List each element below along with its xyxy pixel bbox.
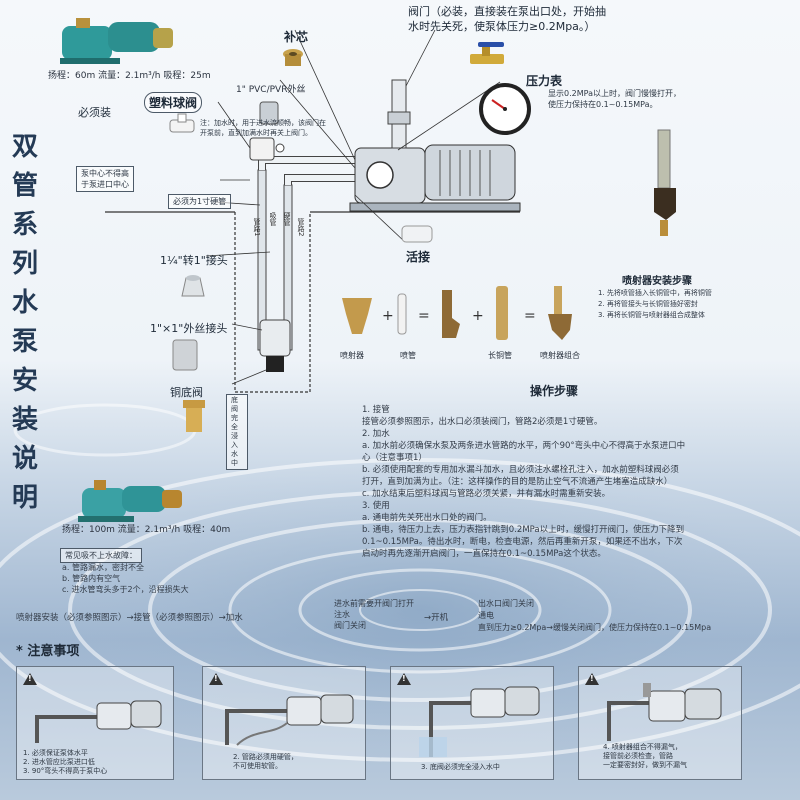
trouble-title: 常见吸不上水故障：	[60, 548, 142, 563]
title-char: 列	[11, 249, 38, 279]
pump-bottom-caption: 扬程：100m 流量：2.1m³/h 吸程：40m	[62, 525, 231, 535]
flow-branch: 进水前需要开阀门打开 注水 阀门关闭	[334, 599, 414, 630]
svg-text:=: =	[418, 308, 430, 324]
warning-icon	[585, 673, 599, 685]
pump-bottom-image	[78, 480, 182, 522]
flow-start: 喷射器安装（必须参照图示）→接管（必须参照图示）→加水	[16, 613, 243, 623]
ejector-assembly-image	[654, 129, 676, 236]
warning-icon	[23, 673, 37, 685]
panel-3-text: 3. 底阀必须完全浸入水中	[421, 763, 500, 771]
valve-note: 阀门（必装，直接装在泵出口处，开始抽 水时先关死，使泵体压力≥0.2Mpa。）	[408, 5, 606, 33]
plug-fitting-icon	[283, 49, 303, 66]
panel-4-text: 4. 喷射器组合不得漏气， 接管前必须检查，管路 一定要密封好，做到不漏气	[603, 743, 687, 769]
gauge-note: 显示0.2MPa以上时，阀门慢慢打开， 使压力保持在0.1~0.15MPa。	[548, 89, 681, 109]
title-char: 泵	[11, 327, 38, 357]
foot-note: 底阀完全浸入水中	[226, 394, 248, 470]
notice-heading: * 注意事项	[16, 640, 79, 659]
pump-top-image	[60, 18, 173, 64]
notice-panel-3: 3. 底阀必须完全浸入水中	[390, 666, 554, 780]
must-install-label: 必须装	[78, 106, 111, 119]
pressure-gauge-label: 压力表	[526, 74, 563, 88]
adapter-label: 1¼"转1"接头	[160, 254, 228, 267]
vertical-title: 双 管 系 列 水 泵 安 装 说 明	[8, 128, 42, 518]
adapter-icon	[181, 275, 205, 297]
title-char: 装	[11, 405, 38, 435]
tube-b-label: 硬管	[283, 212, 291, 226]
live-joint-label: 活接	[406, 250, 431, 264]
center-note: 泵中心不得高 于泵进口中心	[76, 166, 134, 192]
ejector-part-1: 喷射器	[340, 351, 364, 360]
flow-next: →开机	[424, 613, 449, 623]
panel-3-diagram	[419, 686, 540, 757]
flow-right: 出水口阀门关闭 通电 直到压力≥0.2Mpa→缓慢关闭阀门，使压力保持在0.1~…	[478, 599, 712, 632]
ejector-part-3: 长铜管	[488, 351, 512, 360]
warning-icon	[209, 673, 223, 685]
svg-text:=: =	[524, 308, 536, 324]
foot-valve-icon	[183, 400, 205, 432]
tube-a-label: 吸管	[269, 212, 277, 226]
operation-steps: 1. 接管 接管必须参照图示，出水口必须装阀门，管路2必须是1寸硬管。 2. 加…	[362, 405, 686, 559]
pump-top-caption: 扬程：60m 流量：2.1m³/h 吸程：25m	[48, 71, 211, 81]
pressure-gauge-icon	[479, 83, 531, 135]
ejector-title: 喷射器安装步骤	[622, 276, 692, 287]
svg-text:+: +	[382, 308, 394, 324]
notice-panel-1: 1. 必须保证泵体水平 2. 进水管应比泵进口低 3. 90°弯头不得高于泵中心	[16, 666, 174, 780]
inner-pipe-b-label: 管路2	[297, 218, 305, 237]
notice-title: 注意事项	[27, 644, 80, 659]
title-char: 系	[11, 210, 38, 240]
trouble-list: a. 管路漏水，密封不全 b. 管路内有空气 c. 进水管弯头多于2个，沿程损失…	[62, 563, 189, 594]
pvc-thread-label: 1" PVC/PVR外丝	[236, 85, 306, 95]
panel-1-text: 1. 必须保证泵体水平 2. 进水管应比泵进口低 3. 90°弯头不得高于泵中心	[23, 749, 108, 775]
panel-4-diagram	[607, 683, 722, 741]
asterisk-icon: *	[16, 644, 23, 659]
notice-panel-2: 2. 管路必须用硬管， 不可使用软管。	[202, 666, 366, 780]
foot-valve-label: 铜底阀	[170, 386, 203, 399]
live-joint-icon	[401, 225, 433, 243]
notice-panel-4: 4. 喷射器组合不得漏气， 接管前必须检查，管路 一定要密封好，做到不漏气	[578, 666, 742, 780]
inner-pipe-a-label: 管路1	[253, 218, 261, 237]
title-char: 说	[11, 444, 38, 474]
title-char: 双	[11, 132, 38, 162]
pipe-note: 必须为1寸硬管	[168, 194, 232, 209]
title-char: 明	[11, 483, 38, 513]
plastic-ball-valve-label: 塑料球阀	[144, 92, 203, 113]
plastic-valve-icon	[169, 113, 195, 133]
operation-title: 操作步骤	[530, 384, 579, 398]
svg-text:+: +	[472, 308, 484, 324]
ejector-part-2: 喷管	[400, 351, 416, 360]
pvc-fitting-icon	[259, 101, 279, 125]
panel-1-diagram	[35, 700, 162, 743]
plug-label: 补芯	[284, 30, 309, 44]
title-char: 安	[11, 366, 38, 396]
ejector-steps: 1. 先将喷管插入长铜管中，再将铜管 2. 再将管接头与长铜管插好密封 3. 再…	[598, 289, 712, 319]
panel-2-diagram	[225, 694, 354, 746]
nipple-label: 1"×1"外丝接头	[150, 322, 228, 335]
title-char: 管	[11, 171, 38, 201]
ball-valve-note: 注：加水时，用于进水流顺畅，该阀门在 开泵前，直到加满水时再关上阀门。	[200, 119, 326, 137]
ejector-part-4: 喷射器组合	[540, 351, 580, 360]
installation-diagram	[105, 29, 521, 393]
warning-icon	[397, 673, 411, 685]
title-char: 水	[11, 288, 38, 318]
brass-valve-icon	[470, 42, 504, 64]
ejector-parts-diagram: + = + =	[342, 286, 572, 340]
panel-2-text: 2. 管路必须用硬管， 不可使用软管。	[233, 753, 298, 770]
nipple-icon	[172, 339, 198, 371]
